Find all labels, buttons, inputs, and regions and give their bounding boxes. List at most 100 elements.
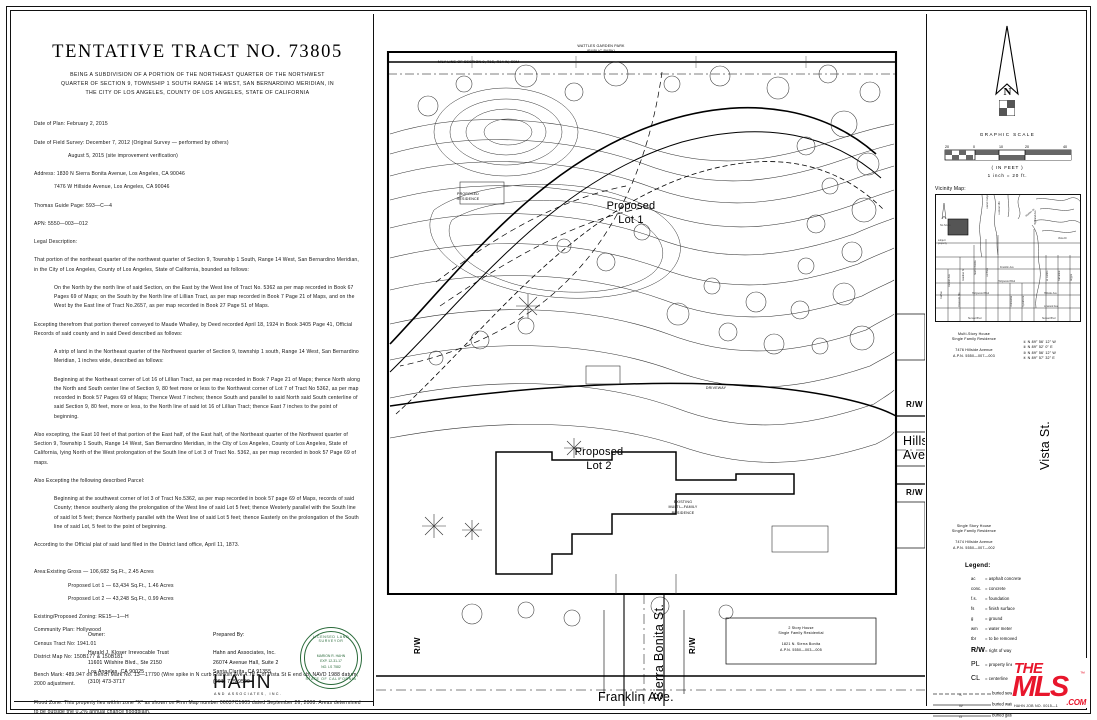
svg-text:Gardner St: Gardner St [962,268,965,281]
page-subtitle: BEING A SUBDIVISION OF A PORTION OF THE … [61,72,334,97]
legend-row-buried-sewer: S buried sewer [933,690,1016,697]
svg-text:Hillside Ave: Hillside Ave [1044,292,1057,295]
preparer-city: Santa Clarita, CA 91355 [213,669,272,676]
district-map: District Map No: 150B177 & 150B181 [34,653,124,660]
area-lot2: Proposed Lot 2 — 43,248 Sq.Ft., 0.99 Acr… [68,595,174,602]
svg-text:Hollywood Blvd: Hollywood Blvd [972,292,990,295]
field-survey-line2: August 5, 2015 (site improvement verific… [68,152,178,159]
svg-text:subject: subject [938,239,946,242]
street-label-sierra-bonita-st: Sierra Bonita St. [652,603,666,700]
seal-bottom-text: STATE OF CALIFORNIA [305,677,357,681]
svg-text:Poinsettia: Poinsettia [1010,295,1013,307]
community-plan: Community Plan: Hollywood [34,627,102,634]
preparer-name: Hahn and Associates, Inc. [213,649,276,656]
buried-sewer-line-icon: S [933,692,991,697]
svg-text:Sunset Blvd: Sunset Blvd [968,317,982,320]
wattles-park-label: WATTLES GARDEN PARK(PUBLIC PARK) [577,44,625,54]
svg-text:G: G [959,714,962,719]
svg-text:20: 20 [945,145,949,149]
svg-text:Franklin Ave: Franklin Ave [1000,266,1014,269]
mls-trademark: ™ [1080,671,1085,677]
scale-unit: ( IN FEET ) [991,165,1024,170]
field-survey-line1: Date of Field Survey: December 7, 2012 (… [34,139,229,146]
prepared-by-block: Prepared By: Hahn and Associates, Inc. 2… [213,631,278,688]
svg-text:Highland Ave: Highland Ave [1034,210,1037,225]
sheet-border-inner [10,10,1087,710]
north-checker-icon [999,100,1015,116]
svg-text:Sunset Blvd: Sunset Blvd [1042,317,1056,320]
owner-city: Los Angeles, CA 90025 [88,669,145,676]
graphic-scale-title: GRAPHIC SCALE [979,132,1036,137]
site-plan-svg [376,50,925,706]
svg-text:S: S [959,692,962,697]
svg-text:W: W [959,703,963,708]
svg-text:No Scale: No Scale [940,223,951,227]
right-info-panel: N GRAPHIC SCALE 20 0 10 20 40 [926,14,1088,719]
job-number: HAHN JOB NO. 0015—1 [1014,704,1058,708]
graphic-scale-bar: 20 0 10 20 40 [944,145,1072,161]
north-arrow-icon [995,25,1019,96]
owner-block: Owner: Harald J. Kloser Irrevocable Trus… [88,631,169,688]
svg-text:Sycamore: Sycamore [1022,295,1025,307]
legend-row-ground: g= ground [971,616,1003,621]
mls-main-text: MLS [1012,671,1069,703]
legend-title: Legend: [965,562,991,569]
svg-text:20: 20 [1025,145,1029,149]
vicinity-map[interactable]: No Scale subject property Franklin Ave H… [935,194,1081,322]
area-lot1: Proposed Lot 1 — 63,434 Sq.Ft., 1.46 Acr… [68,582,174,589]
graphic-scale-caption: ( IN FEET ) 1 inch = 20 ft. [927,164,1088,181]
legend-row-ac: ac= asphalt concrete [971,576,1022,581]
site-plan-map[interactable]: WATTLES GARDEN PARK(PUBLIC PARK) N'LY LI… [376,14,925,706]
seal-inner-ring [304,631,358,685]
preparer-street: 26074 Avenue Hall, Suite 2 [213,659,279,666]
page-title: TENTATIVE TRACT NO. 73805 [52,42,343,62]
the-mls-logo: THE MLS ™ .COM [1012,658,1088,708]
vicinity-subject-property-marker [947,218,969,236]
north-letter: N [1003,86,1012,98]
legal-p9: According to the Official plat of said l… [34,542,240,549]
apn: APN: 5550—003—012 [34,220,88,227]
mls-the-text: THE [1014,660,1043,677]
legend-row-buried-gas: G buried gas [933,712,1012,719]
svg-text:La Brea: La Brea [986,268,989,277]
street-label-hillside-ave: Hillside Ave. [903,434,925,462]
vicinity-map-svg: No Scale subject property Franklin Ave H… [936,195,1080,321]
footer-divider [14,701,374,702]
owner-heading: Owner: [88,632,106,638]
seal-number: NO. LS 7582 [321,664,341,669]
legend-row-water-meter: wm= water meter [971,626,1013,631]
svg-text:Hollywood Blvd: Hollywood Blvd [998,280,1016,283]
buried-water-line-icon: W [933,703,991,708]
mls-dotcom-text: .COM [1066,698,1086,707]
right-of-way-label-left: R/W [413,636,422,654]
licensed-land-surveyor-seal: LICENSED LAND SURVEYOR MARION R. HAHN EX… [300,627,362,689]
left-text-column: TENTATIVE TRACT NO. 73805 BEING A SUBDIV… [14,14,374,715]
census-tract: Census Tract No: 1941.01 [34,640,97,647]
owner-name: Harald J. Kloser Irrevocable Trust [88,649,169,656]
svg-text:El Centro: El Centro [1046,270,1049,281]
legal-p3: Excepting therefrom that portion thereof… [34,321,353,337]
svg-text:40: 40 [1063,145,1067,149]
svg-text:Vista Dr: Vista Dr [1058,237,1067,240]
hahn-logo-subtext: AND ASSOCIATES, INC. [214,692,283,696]
legal-p8: Beginning at the southwest corner of lot… [54,496,359,530]
vicinity-map-title: Vicinity Map: [935,186,966,192]
legend-row-conc: conc.= concrete [971,586,1006,591]
legend-row-centerline: CL= centerline [971,675,1008,682]
date-of-plan: Date of Plan: February 2, 2015 [34,121,108,128]
zoning: Existing/Proposed Zoning: RE15—1—H [34,614,129,621]
svg-text:Laurel Canyon Blvd: Laurel Canyon Blvd [986,195,989,209]
seal-center-text: MARION R. HAHN EXP. 12-31-17 NO. LS 7582 [301,654,361,670]
svg-text:Curson Ave: Curson Ave [948,274,951,287]
legal-p1: That portion of the northeast quarter of… [34,257,359,273]
flood-zone: Flood Zone: This property lies within zo… [34,699,361,715]
legal-p4: A strip of land in the Northeast quarter… [54,349,359,365]
owner-phone: (310) 473-3717 [88,679,125,685]
svg-text:0: 0 [973,145,975,149]
